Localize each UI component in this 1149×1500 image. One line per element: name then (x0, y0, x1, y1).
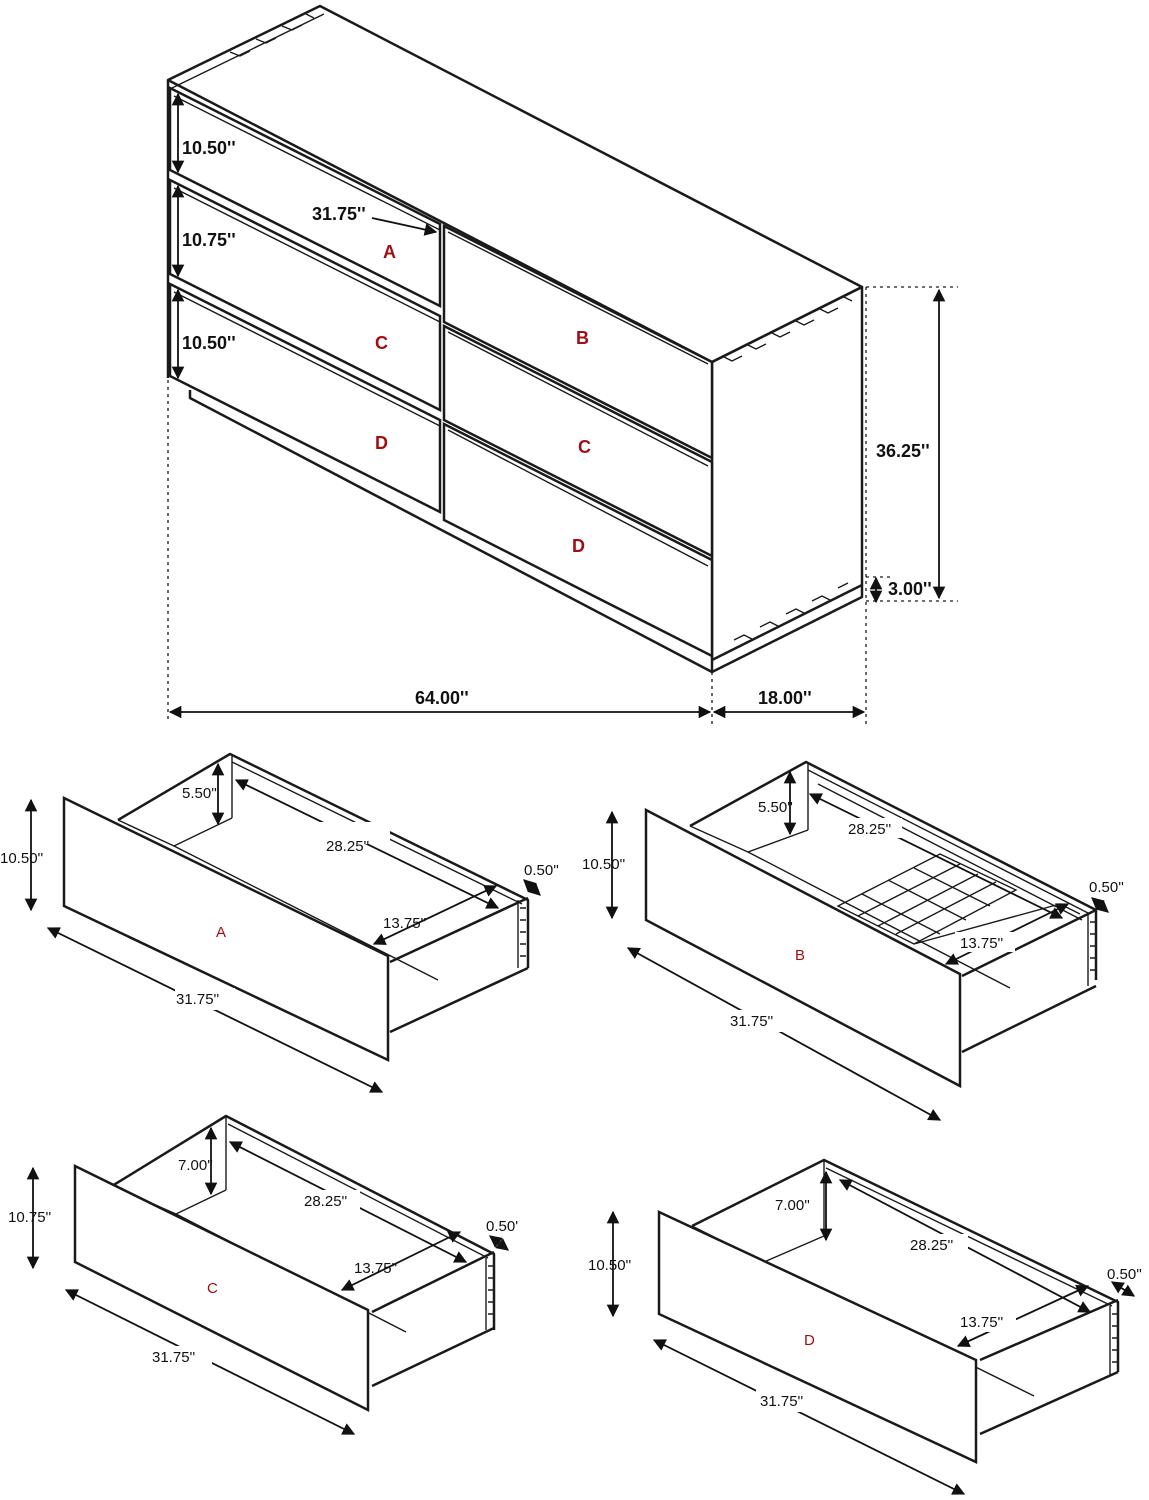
letter-top-left: A (383, 242, 396, 262)
drawer-c-inner-width: 13.75'' (354, 1260, 397, 1277)
dim-drawer-c-height: 10.75'' (182, 230, 236, 250)
dim-drawer-b-height: 10.50'' (182, 333, 236, 353)
drawer-d-diagram: 10.50'' 7.00'' 28.25'' 13.75'' 0.50'' 31… (588, 1158, 1142, 1495)
drawer-front-B (442, 223, 714, 461)
drawer-a-length: 28.25'' (326, 838, 369, 855)
drawer-a-thickness: 0.50'' (524, 862, 559, 879)
letter-bot-right-upper: C (578, 437, 591, 457)
drawer-d-inner-width: 13.75'' (960, 1314, 1003, 1331)
drawer-front-D-left (168, 281, 442, 515)
drawer-a-letter: A (216, 924, 226, 941)
drawer-front-C-left (168, 177, 442, 413)
drawer-d-height: 10.50'' (588, 1257, 631, 1274)
dresser-isometric: 10.50'' 10.75'' 31.75'' 10.50'' 36.25'' … (166, 4, 958, 725)
drawer-d-letter: D (804, 1332, 815, 1349)
drawer-b-height: 10.50'' (582, 856, 625, 873)
drawer-d-inner-depth: 7.00'' (775, 1197, 810, 1214)
letter-mid-right: B (576, 328, 589, 348)
drawer-c-inner-depth: 7.00'' (178, 1157, 213, 1174)
drawer-front-A (168, 85, 442, 309)
drawer-a-inner-depth: 5.50'' (182, 785, 217, 802)
dim-total-width: 64.00'' (415, 688, 469, 708)
drawer-b-length: 28.25'' (848, 821, 891, 838)
dresser-right-side (711, 285, 864, 662)
drawer-b-inner-depth: 5.50'' (758, 799, 793, 816)
drawer-c-thickness: 0.50' (486, 1218, 518, 1235)
drawer-c-letter: C (207, 1280, 218, 1297)
drawer-b-inner-width: 13.75'' (960, 935, 1003, 952)
drawer-a-diagram: 10.50'' 5.50'' 28.25'' 13.75'' 0.50'' 31… (0, 752, 559, 1093)
drawer-a-height: 10.50'' (0, 850, 43, 867)
top-joints (229, 13, 315, 57)
dim-total-height: 36.25'' (876, 441, 930, 461)
drawer-b-thickness: 0.50'' (1089, 879, 1124, 896)
drawer-d-thickness: 0.50'' (1107, 1266, 1142, 1283)
drawer-c-diagram: 10.75'' 7.00'' 28.25'' 13.75'' 0.50' 31.… (8, 1114, 518, 1435)
drawer-b-diagram: 10.50'' 5.50'' 28.25'' 13.75'' 0.50'' 31… (582, 760, 1124, 1121)
letter-bot-left: D (375, 433, 388, 453)
drawer-front-C-right (442, 323, 714, 559)
drawer-a-width: 31.75'' (176, 991, 219, 1008)
drawer-b-width: 31.75'' (730, 1013, 773, 1030)
drawer-b-letter: B (795, 947, 805, 964)
drawer-front-D-right (442, 421, 714, 659)
drawer-a-inner-width: 13.75'' (383, 915, 426, 932)
dim-depth: 18.00'' (758, 688, 812, 708)
dim-base-height: 3.00'' (888, 579, 932, 599)
letter-bot-right: D (572, 536, 585, 556)
dim-drawer-a-height: 10.50'' (182, 138, 236, 158)
drawer-d-length: 28.25'' (910, 1237, 953, 1254)
drawer-d-width: 31.75'' (760, 1393, 803, 1410)
drawer-c-length: 28.25'' (304, 1193, 347, 1210)
drawer-c-width: 31.75'' (152, 1349, 195, 1366)
letter-mid-left: C (375, 333, 388, 353)
dim-drawer-width: 31.75'' (312, 204, 366, 224)
drawer-c-height: 10.75'' (8, 1209, 51, 1226)
